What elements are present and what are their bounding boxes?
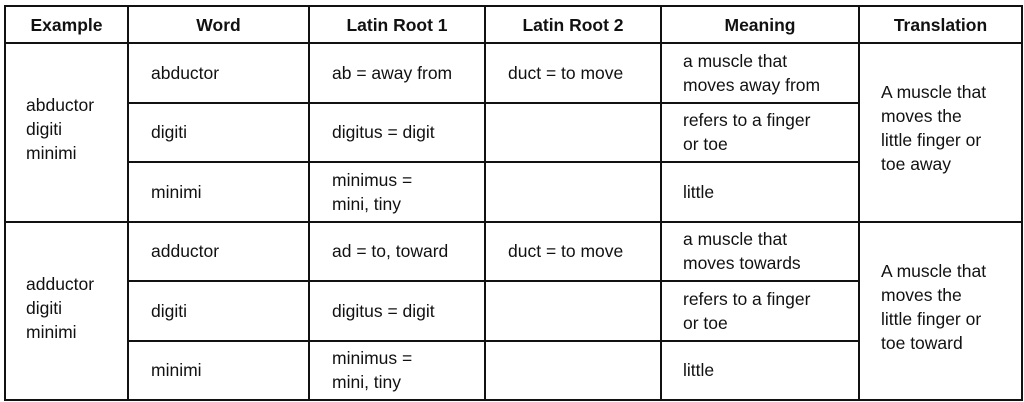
word-text: abductor — [151, 62, 220, 83]
translation-cell: A muscle that moves the little finger or… — [858, 42, 1023, 223]
latin-root-2-text: duct = to move — [508, 62, 624, 83]
latin-root-2-cell — [484, 280, 662, 342]
latin-root-2-cell — [484, 161, 662, 223]
meaning-cell: a muscle that moves away from — [660, 42, 860, 104]
word-cell: digiti — [127, 101, 310, 163]
latin-root-1-cell: digitus = digit — [308, 280, 486, 342]
header-example: Example — [4, 5, 129, 44]
latin-root-1-text: digitus = digit — [332, 122, 435, 143]
header-row: Example Word Latin Root 1 Latin Root 2 M… — [4, 5, 1023, 44]
latin-root-1-cell: minimus = mini, tiny — [308, 339, 486, 401]
header-meaning: Meaning — [660, 5, 860, 44]
table-row: abductor digiti minimi abductor ab = awa… — [4, 42, 1023, 223]
meaning-cell: a muscle that moves towards — [660, 220, 860, 282]
table-row: adductor digiti minimi adductor ad = to,… — [4, 220, 1023, 401]
translation-text: A muscle that moves the little finger or… — [881, 260, 987, 353]
word-cell: abductor — [127, 42, 310, 104]
translation-text: A muscle that moves the little finger or… — [881, 82, 987, 175]
word-cell: minimi — [127, 161, 310, 223]
table-row: minimi minimus = mini, tiny little — [5, 339, 1022, 401]
meaning-cell: little — [660, 339, 860, 401]
table-row: digiti digitus = digit refers to a finge… — [5, 101, 1022, 163]
latin-root-1-text: minimus = mini, tiny — [332, 169, 413, 214]
word-cell: minimi — [127, 339, 310, 401]
word-cell: adductor — [127, 220, 310, 282]
latin-roots-table: Example Word Latin Root 1 Latin Root 2 M… — [4, 5, 1023, 401]
example-cell: adductor digiti minimi — [4, 220, 129, 401]
header-translation: Translation — [858, 5, 1023, 44]
meaning-text: refers to a finger or toe — [683, 110, 811, 155]
meaning-text: little — [683, 360, 715, 381]
word-cell: digiti — [127, 280, 310, 342]
example-text: abductor digiti minimi — [26, 95, 95, 164]
word-text: digiti — [151, 300, 187, 321]
header-word: Word — [127, 5, 310, 44]
word-text: minimi — [151, 181, 202, 202]
latin-root-1-text: ab = away from — [332, 62, 453, 83]
meaning-cell: little — [660, 161, 860, 223]
table-row: minimi minimus = mini, tiny little — [5, 161, 1022, 223]
latin-root-1-cell: minimus = mini, tiny — [308, 161, 486, 223]
meaning-text: refers to a finger or toe — [683, 288, 811, 333]
meaning-text: a muscle that moves towards — [683, 229, 801, 274]
latin-root-2-cell — [484, 101, 662, 163]
word-text: minimi — [151, 360, 202, 381]
latin-root-1-cell: digitus = digit — [308, 101, 486, 163]
latin-root-2-cell: duct = to move — [484, 220, 662, 282]
word-text: digiti — [151, 122, 187, 143]
latin-root-1-text: digitus = digit — [332, 300, 435, 321]
translation-cell: A muscle that moves the little finger or… — [858, 220, 1023, 401]
header-latin-root-2: Latin Root 2 — [484, 5, 662, 44]
meaning-text: little — [683, 181, 715, 202]
latin-root-2-cell — [484, 339, 662, 401]
meaning-text: a muscle that moves away from — [683, 50, 821, 95]
latin-root-2-text: duct = to move — [508, 241, 624, 262]
example-cell: abductor digiti minimi — [4, 42, 129, 223]
word-text: adductor — [151, 241, 220, 262]
latin-root-1-text: ad = to, toward — [332, 241, 449, 262]
table-row: digiti digitus = digit refers to a finge… — [5, 280, 1022, 342]
latin-root-1-cell: ad = to, toward — [308, 220, 486, 282]
meaning-cell: refers to a finger or toe — [660, 101, 860, 163]
latin-root-1-cell: ab = away from — [308, 42, 486, 104]
latin-root-2-cell: duct = to move — [484, 42, 662, 104]
meaning-cell: refers to a finger or toe — [660, 280, 860, 342]
latin-root-1-text: minimus = mini, tiny — [332, 348, 413, 393]
example-text: adductor digiti minimi — [26, 273, 95, 342]
header-latin-root-1: Latin Root 1 — [308, 5, 486, 44]
